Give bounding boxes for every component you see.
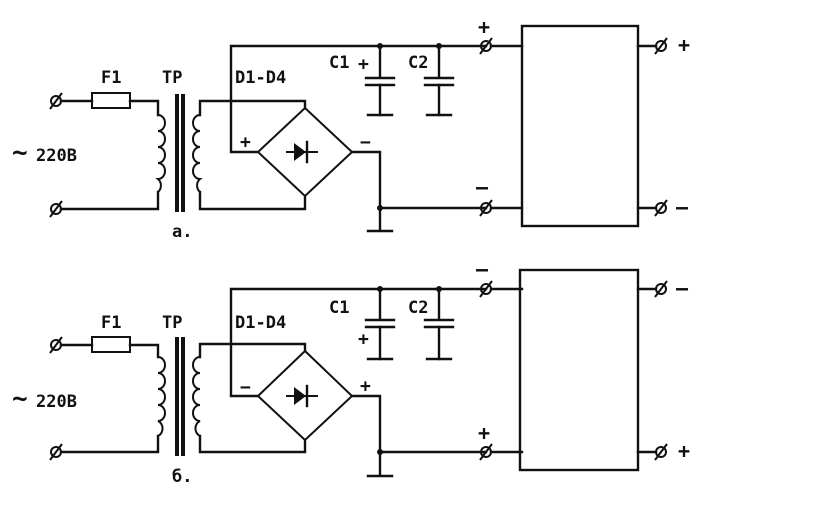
fuse-f1 (91, 336, 131, 353)
c1-polarity: + (358, 54, 369, 75)
diode-bridge (256, 106, 354, 198)
output-terminal-bottom (654, 199, 668, 217)
diode-bridge (256, 349, 354, 442)
bridge-left-polarity: + (240, 132, 251, 153)
mains-voltage-label: 220В (36, 392, 77, 412)
fuse-f1 (91, 92, 131, 109)
transformer-tp (157, 337, 201, 456)
c2-label: C2 (408, 298, 428, 318)
bridge-right-polarity: + (360, 376, 371, 397)
bridge-label: D1-D4 (235, 313, 286, 333)
load-module-box (518, 268, 640, 472)
transformer-tp (155, 94, 203, 212)
capacitor-c1 (364, 286, 396, 361)
c2-label: C2 (408, 53, 428, 73)
output-terminal-top (654, 280, 668, 298)
input-bottom-polarity: — (476, 175, 489, 199)
capacitor-c1 (364, 43, 396, 117)
transformer-label: TP (162, 313, 182, 333)
capacitor-c2 (423, 286, 455, 361)
schematic-caption: а. (172, 222, 192, 242)
mains-symbol: ∼ (12, 384, 28, 414)
fuse-label: F1 (101, 313, 121, 333)
bridge-label: D1-D4 (235, 68, 286, 88)
input-top-polarity: — (476, 257, 489, 281)
c1-label: C1 (329, 298, 349, 318)
output-top-polarity: — (676, 276, 689, 300)
mains-voltage-label: 220В (36, 146, 77, 166)
schematic-caption: б. (172, 467, 192, 487)
transformer-label: TP (162, 68, 182, 88)
load-module-box (520, 24, 640, 228)
fuse-label: F1 (101, 68, 121, 88)
input-top-polarity: + (478, 15, 490, 39)
bridge-left-polarity: − (240, 377, 251, 398)
schematic-b: ∼ 220В F1 TP б. D1-D4 − + (12, 257, 690, 487)
c1-label: C1 (329, 53, 349, 73)
output-terminal-bottom (654, 443, 668, 461)
capacitor-c2 (423, 43, 455, 117)
mains-symbol: ∼ (12, 138, 28, 168)
output-terminal-top (654, 37, 668, 55)
schematic-a: ∼ 220В F1 TP а. D1-D4 + − (12, 15, 690, 242)
bridge-right-polarity: − (360, 132, 371, 153)
input-bottom-polarity: + (478, 421, 490, 445)
output-bottom-polarity: + (678, 439, 690, 463)
output-bottom-polarity: — (676, 195, 689, 219)
output-top-polarity: + (678, 33, 690, 57)
c1-polarity: + (358, 329, 369, 350)
